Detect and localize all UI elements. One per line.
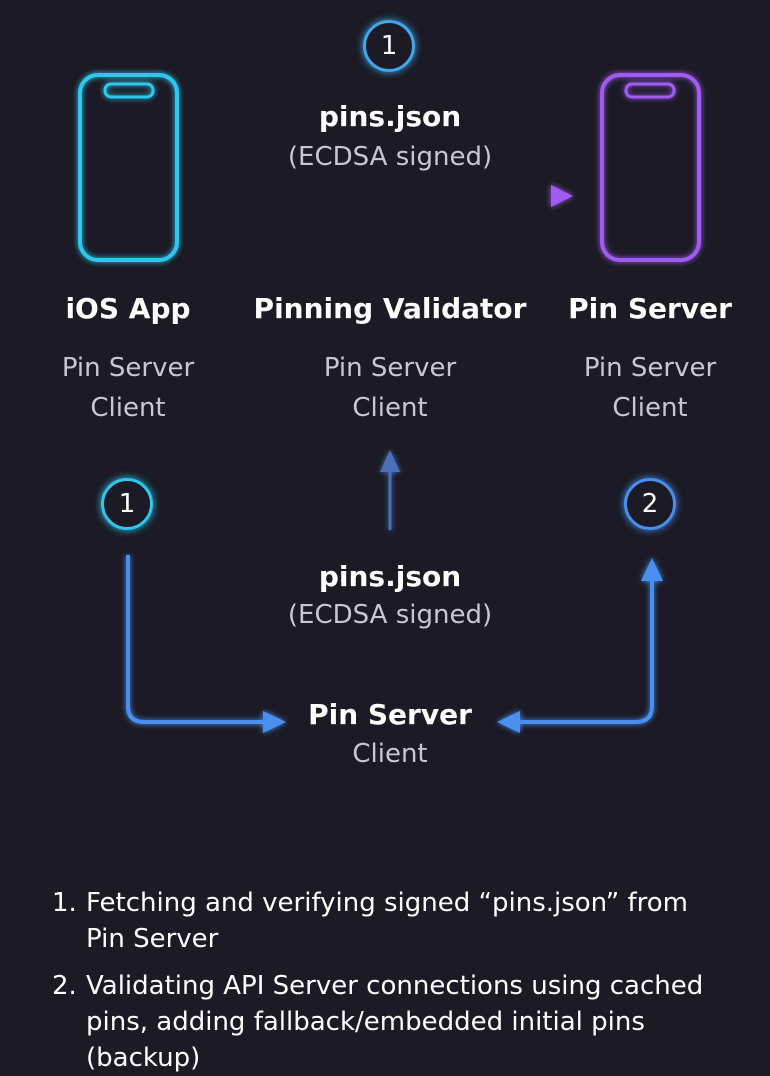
validator-up-arrow [380,450,400,530]
top-arrow [205,185,573,207]
top-step-badge: 1 [363,20,415,72]
validator-subtitle: Pin Server Client [323,353,457,423]
right-step-badge: 2 [624,478,676,530]
pin-server-title: Pin Server [568,292,732,325]
bottom-client-subtitle: Client [352,739,428,769]
middle-arrow-title: pins.json [318,560,462,593]
validator-title: Pinning Validator [253,292,527,325]
left-step-badge: 1 [101,478,153,530]
ios-app-title: iOS App [65,292,191,325]
left-elbow-arrow [126,555,286,733]
bottom-client-title: Pin Server [308,698,472,731]
pin-server-phone-icon [600,73,701,262]
pin-server-subtitle: Pin Server Client [583,353,717,423]
right-elbow-arrow [497,558,663,733]
legend-item-1: 1. Fetching and verifying signed “pins.j… [52,888,688,954]
ios-app-subtitle: Pin Server Client [61,353,195,423]
top-arrow-title: pins.json [318,100,462,133]
ios-app-phone-icon [78,73,179,262]
legend-item-2: 2. Validating API Server connections usi… [52,971,704,1073]
top-arrow-subtitle: (ECDSA signed) [287,142,493,172]
middle-arrow-subtitle: (ECDSA signed) [287,600,493,630]
